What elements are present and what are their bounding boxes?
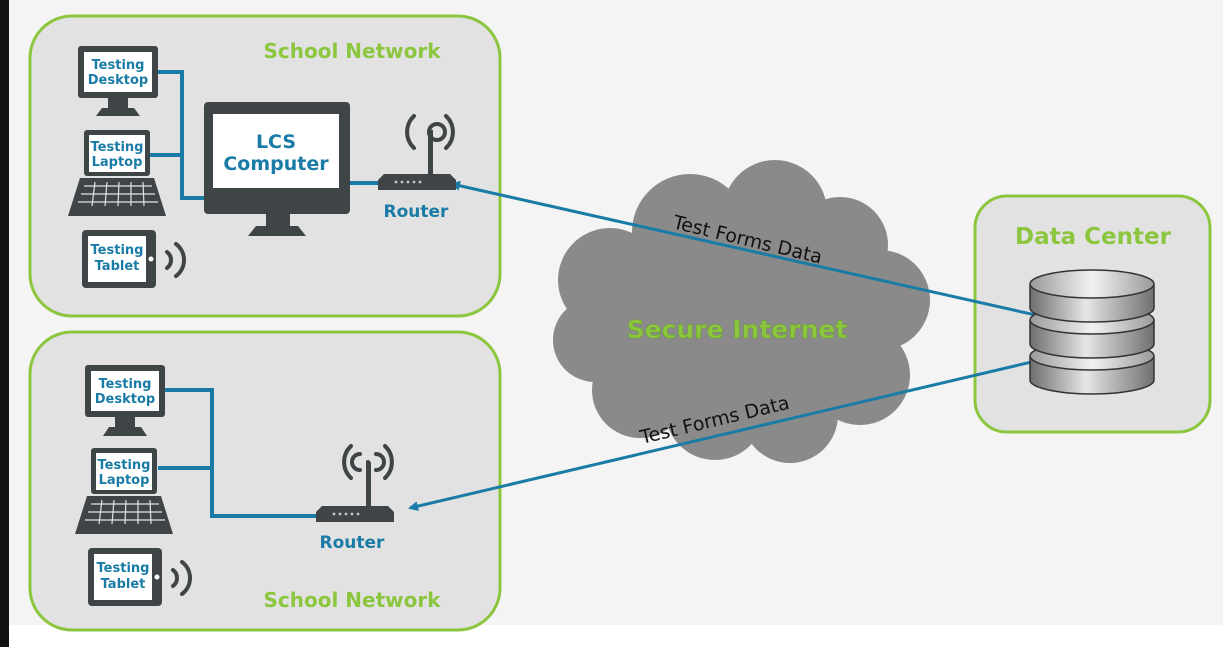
wifi-signal-icon (171, 560, 192, 596)
tablet-icon (82, 230, 156, 288)
desktop-icon (78, 46, 158, 116)
link-bottom-data-center-to-router (408, 358, 1041, 512)
link-top-data-center-to-router (450, 180, 1041, 318)
data-center-title: Data Center (1015, 224, 1172, 250)
lcs-label-line2: Computer (223, 153, 329, 175)
desktop-label-line2: Desktop (95, 392, 155, 407)
wifi-signal-icon (405, 114, 455, 150)
tablet-label-line2: Tablet (95, 259, 140, 274)
desktop-label-line1: Testing (92, 58, 145, 73)
bottom-network-cables (158, 388, 316, 518)
lcs-computer-monitor-icon (204, 102, 350, 236)
wifi-signal-icon (165, 242, 186, 278)
desktop-label-line1: Testing (99, 377, 152, 392)
router-bottom-label: Router (320, 533, 386, 553)
wifi-signal-icon (342, 444, 394, 480)
router-icon (378, 130, 456, 190)
laptop-icon (68, 130, 166, 216)
window-left-border (0, 0, 9, 647)
school-network-bottom-title: School Network (263, 588, 441, 612)
database-icon (1029, 269, 1155, 395)
laptop-icon (75, 448, 173, 534)
top-network-cables (150, 70, 378, 200)
laptop-label-line1: Testing (91, 140, 144, 155)
laptop-label-line2: Laptop (99, 473, 150, 488)
cloud-icon (553, 160, 930, 463)
laptop-label-line2: Laptop (92, 155, 143, 170)
tablet-icon (88, 548, 162, 606)
tablet-label-line2: Tablet (101, 577, 146, 592)
desktop-label-line2: Desktop (88, 73, 148, 88)
tablet-label-line1: Testing (97, 561, 150, 576)
desktop-icon (85, 365, 165, 436)
router-top-label: Router (384, 202, 450, 222)
tablet-label-line1: Testing (91, 243, 144, 258)
lcs-label-line1: LCS (256, 131, 296, 153)
router-icon (316, 462, 394, 522)
cloud-label: Secure Internet (627, 315, 848, 344)
school-network-top-title: School Network (263, 39, 441, 63)
laptop-label-line1: Testing (98, 458, 151, 473)
